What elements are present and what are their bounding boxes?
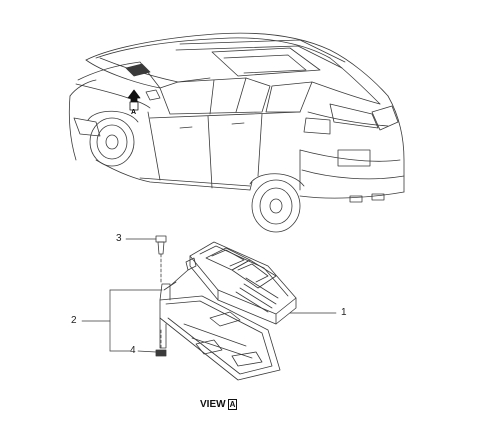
vehicle-illustration (68, 32, 405, 233)
view-caption-word: VIEW (200, 399, 226, 410)
callout-3: 3 (116, 233, 122, 244)
callout-4: 4 (130, 345, 136, 356)
view-direction-arrow (127, 89, 141, 111)
callout-1: 1 (341, 307, 347, 318)
view-caption-letter: A (227, 399, 238, 410)
control-module-illustration (155, 235, 297, 381)
view-arrow-label: A (130, 101, 137, 119)
view-caption: VIEW A (200, 399, 238, 410)
view-arrow-letter: A (131, 109, 137, 116)
callout-2: 2 (71, 315, 77, 326)
leader-lines (81, 238, 337, 353)
